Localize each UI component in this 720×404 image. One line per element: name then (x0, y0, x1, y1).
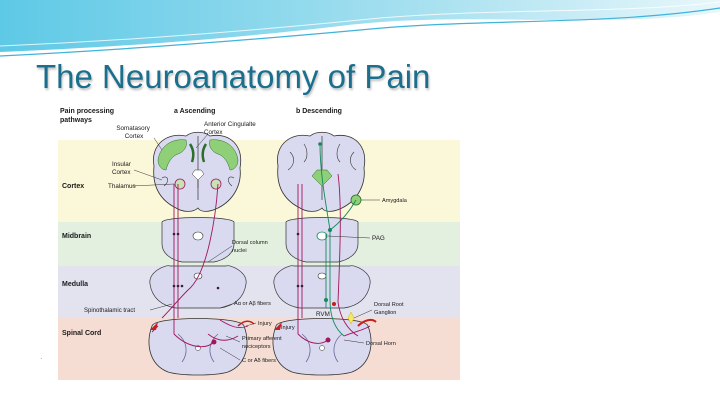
leader-lines (131, 133, 380, 361)
injury-arrow-a (150, 322, 158, 330)
stray-mark: · (40, 354, 43, 363)
label-primary-afferent: Primary afferent nociceptors (242, 336, 283, 350)
level-midbrain: Midbrain (62, 233, 91, 240)
label-drg: Dorsal Root Ganglion (374, 302, 405, 316)
medulla-band (58, 266, 460, 318)
label-thalamus: Thalamus (108, 183, 136, 190)
header-wave-decoration (0, 0, 720, 57)
label-pag: PAG (372, 235, 385, 242)
midbrain-band (58, 222, 460, 266)
label-somatosensory: Somatasory Cortex (116, 125, 151, 140)
label-dorsal-column: Dorsal column nuclei (232, 240, 269, 254)
cortex-band (58, 140, 460, 222)
descending-pathways (297, 143, 371, 344)
level-medulla: Medulla (62, 281, 88, 288)
label-a-fibers: Aα or Aβ fibers (234, 301, 271, 307)
ascending-pathways (151, 183, 249, 348)
injury-arrow-b (274, 322, 282, 330)
label-c-fibers: C or Aδ fibers (242, 358, 276, 364)
ascending-nodes (172, 232, 220, 345)
label-anterior-cingulate: Anterior Cingulalte Cortex (204, 121, 258, 136)
label-injury-b: Injury (281, 325, 295, 331)
level-spinal-cord: Spinal Cord (62, 330, 101, 337)
label-dorsal-horn: Dorsal Horn (366, 341, 396, 347)
label-spinothalamic: Spinothalamic tract (84, 308, 135, 314)
label-amygdala: Amygdala (382, 198, 408, 204)
descending-nodes (296, 142, 336, 343)
spinal-cord-band (58, 318, 460, 380)
label-injury-a: Injury (258, 321, 272, 327)
label-rvm: RVM (316, 311, 330, 318)
level-cortex: Cortex (62, 183, 84, 190)
label-insular: Insular Cortex (112, 161, 133, 176)
panel-b-title: b Descending (296, 108, 342, 115)
panel-a-title: a Ascending (174, 108, 215, 115)
slide-title: The Neuroanatomy of Pain (36, 58, 431, 95)
injury-mark-a (237, 320, 255, 327)
injury-mark-b (357, 318, 377, 327)
